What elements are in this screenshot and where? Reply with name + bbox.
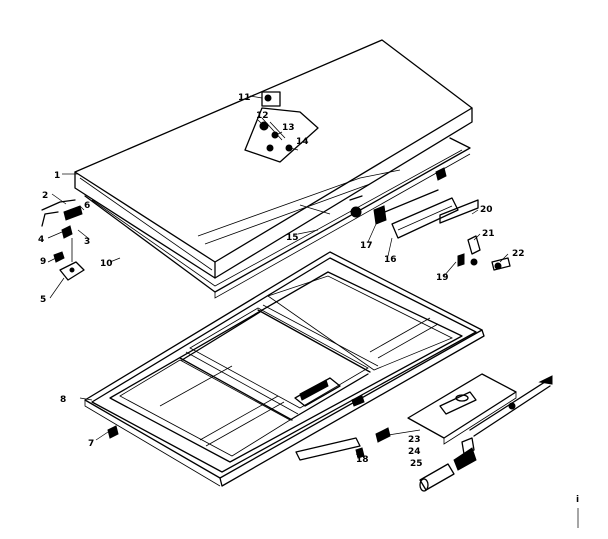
lid-latch-hardware (349, 167, 511, 271)
callout-8: 8 (60, 395, 66, 405)
callout-17: 17 (360, 241, 373, 251)
lid-right-edge (214, 107, 473, 279)
callout-25: 25 (410, 459, 423, 469)
callout-labels: 1 2 3 4 5 6 7 8 9 10 11 12 13 14 15 16 1… (38, 93, 525, 469)
lock-plate (244, 107, 319, 163)
callout-3: 3 (84, 237, 90, 247)
callout-11: 11 (238, 93, 251, 103)
callout-20: 20 (480, 205, 493, 215)
callout-22: 22 (512, 249, 525, 259)
callout-1: 1 (54, 171, 60, 181)
callout-5: 5 (40, 295, 46, 305)
callout-24: 24 (408, 447, 421, 457)
callout-23: 23 (408, 435, 421, 445)
callout-16: 16 (384, 255, 397, 265)
lock-cylinder (261, 91, 281, 107)
hinge-arm (379, 189, 439, 215)
lid-hinge-hardware (41, 199, 85, 281)
control-assembly (375, 373, 553, 492)
page-mark: i (576, 495, 579, 505)
callout-9: 9 (40, 257, 46, 267)
callout-7: 7 (88, 439, 94, 449)
lid-assembly (74, 39, 473, 299)
callout-18: 18 (356, 455, 369, 465)
trim-strip (295, 437, 361, 461)
callout-21: 21 (482, 229, 495, 239)
lid-top-face (74, 39, 473, 263)
cabinet-inner-liner (109, 271, 463, 463)
callout-13: 13 (282, 123, 295, 133)
callout-2: 2 (42, 191, 48, 201)
callout-19: 19 (436, 273, 449, 283)
callout-14: 14 (296, 137, 309, 147)
control-knob (419, 463, 455, 491)
callout-10: 10 (100, 259, 113, 269)
leader-lines (47, 95, 509, 457)
hinge-bracket (59, 261, 85, 281)
cabinet-body (84, 251, 485, 487)
lid-gasket (84, 137, 471, 293)
callout-15: 15 (286, 233, 299, 243)
callout-12: 12 (256, 111, 269, 121)
callout-6: 6 (84, 201, 90, 211)
callout-4: 4 (38, 235, 44, 245)
lid-front-edge (74, 171, 216, 279)
